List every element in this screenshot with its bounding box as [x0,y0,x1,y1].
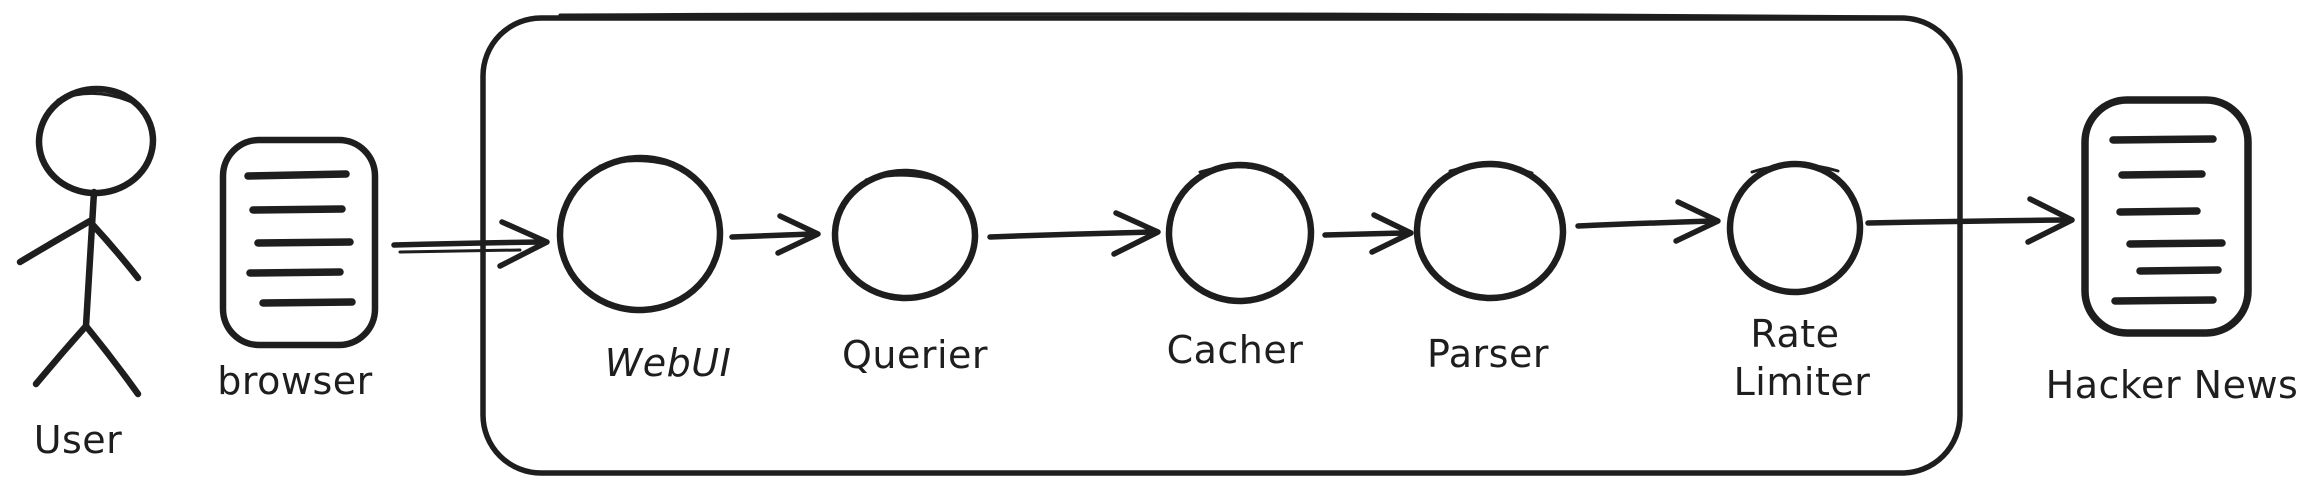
node-querier-circle [831,168,979,302]
arrow-head [1111,210,1161,257]
arrow-shaft [987,229,1155,240]
arrow-rate-limiter-to-hacker-news [1865,196,2075,245]
hacker-news-document-line [2118,170,2206,179]
arrow-shaft [1575,218,1715,229]
arrow-cacher-to-parser [1322,212,1414,255]
stick-figure-head-overlap [56,91,138,106]
arrow-shaft [391,239,543,248]
node-parser-circle [1413,160,1567,302]
browser-document-line [244,170,350,180]
arrow-head [2025,196,2075,245]
node-rate-limiter-overlap [1750,163,1840,174]
stick-figure-body [82,188,98,330]
arrow-shaft [1322,230,1408,238]
stick-figure-right-arm [88,220,142,282]
node-querier-label: Querier [842,333,988,377]
arrow-browser-to-webui [391,219,550,269]
stick-figure-left-arm [16,217,94,266]
node-cacher-label: Cacher [1167,328,1304,372]
node-cacher-circle [1165,161,1315,305]
stick-figure-head [35,85,157,197]
stick-figure-icon [16,85,157,398]
hacker-news-document-line [2126,239,2226,248]
arrow-shaft [1865,217,2069,226]
browser-document-icon [219,136,379,349]
stick-figure-right-leg [82,322,142,398]
node-webui-label: WebUI [605,341,732,385]
arrow-shaft [729,231,815,240]
arrow-webui-to-querier [729,213,821,256]
browser-document-line [254,238,354,247]
stick-figure-left-leg [32,322,90,388]
browser-document-line [246,268,344,277]
browser-document-outline [219,136,379,349]
user-label: User [34,418,123,462]
node-webui-circle [556,154,724,314]
hacker-news-label: Hacker News [2046,363,2299,407]
node-querier-overlap [864,173,949,185]
node-rate-limiter-label-line1: Rate [1750,312,1839,356]
arrow-head [1369,212,1414,255]
node-webui-overlap [598,159,686,171]
arrow-head [497,219,550,269]
hacker-news-document-line [2116,207,2201,216]
browser-document-line [249,205,346,214]
node-rate-limiter-circle [1726,160,1864,296]
hacker-news-document-line [2136,266,2222,275]
arrow-parser-to-rate-limiter [1575,199,1721,244]
arrow-querier-to-cacher [987,210,1161,257]
browser-document-line [259,298,356,307]
arrow-head [1673,199,1721,244]
node-rate-limiter-label-line2: Limiter [1734,360,1871,404]
hacker-news-document-icon [2081,96,2252,337]
arrow-shaft-overlap [398,248,522,254]
hacker-news-document-line [2111,296,2217,305]
container-top-overlap [558,12,1902,19]
service-boundary-container [480,15,1963,476]
hacker-news-document-line [2109,135,2217,144]
hacker-news-document-outline [2081,96,2252,337]
node-parser-overlap [1448,164,1534,175]
node-parser-label: Parser [1427,332,1549,376]
node-cacher-overlap [1198,165,1284,177]
arrow-head [775,213,821,256]
browser-label: browser [217,359,373,403]
